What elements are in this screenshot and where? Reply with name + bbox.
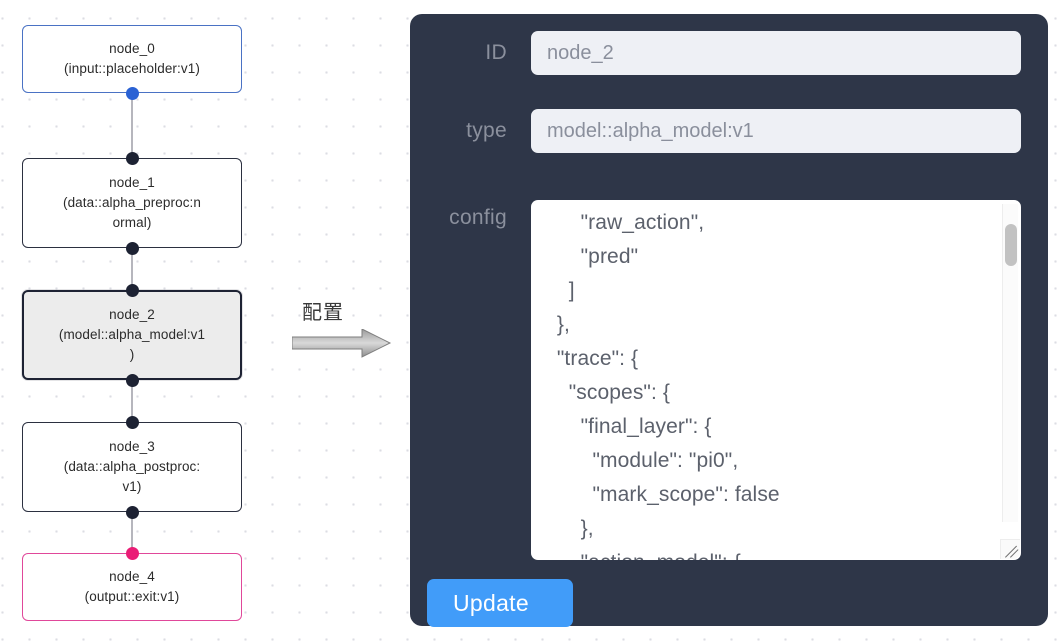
node-handle-source-node_0[interactable] [126, 87, 139, 100]
edge-node0-node1 [131, 88, 133, 163]
update-button[interactable]: Update [427, 579, 573, 627]
field-row-id: ID [427, 31, 1021, 75]
graph-node-node_0[interactable]: node_0 (input::placeholder:v1) [22, 25, 242, 93]
config-scrollbar-thumb[interactable] [1005, 224, 1017, 266]
node-config-panel: ID type config "raw_action", "pred" ] },… [410, 14, 1048, 627]
field-row-type: type [427, 109, 1021, 153]
graph-node-label: node_3 (data::alpha_postproc: v1) [63, 439, 201, 494]
node-handle-source-node_2[interactable] [126, 374, 139, 387]
config-scrollbar[interactable] [1002, 204, 1018, 522]
arrow-annotation-label: 配置 [302, 300, 344, 324]
graph-node-label: node_2 (model::alpha_model:v1 ) [58, 307, 206, 362]
config-textarea[interactable]: "raw_action", "pred" ] }, "trace": { "sc… [531, 200, 1021, 560]
type-input[interactable] [531, 109, 1021, 153]
arrow-annotation: 配置 [292, 296, 400, 366]
graph-node-label: node_4 (output::exit:v1) [84, 569, 180, 604]
node-handle-source-node_3[interactable] [126, 506, 139, 519]
graph-node-node_1[interactable]: node_1 (data::alpha_preproc:n ormal) [22, 158, 242, 248]
node-handle-target-node_1[interactable] [126, 152, 139, 165]
arrow-right-icon [292, 329, 392, 358]
node-handle-target-node_2[interactable] [126, 284, 139, 297]
type-field-label: type [466, 119, 507, 142]
graph-node-node_2[interactable]: node_2 (model::alpha_model:v1 ) [22, 290, 242, 380]
field-row-config: config "raw_action", "pred" ] }, "trace"… [427, 200, 1021, 560]
node-handle-target-node_4[interactable] [126, 547, 139, 560]
config-field-label: config [449, 206, 507, 229]
edge-node1-node2 [131, 243, 133, 295]
node-handle-source-node_1[interactable] [126, 242, 139, 255]
graph-node-node_3[interactable]: node_3 (data::alpha_postproc: v1) [22, 422, 242, 512]
node-handle-target-node_3[interactable] [126, 416, 139, 429]
id-field-label: ID [485, 41, 507, 64]
graph-node-label: node_0 (input::placeholder:v1) [64, 41, 200, 76]
graph-node-node_4[interactable]: node_4 (output::exit:v1) [22, 553, 242, 621]
id-input[interactable] [531, 31, 1021, 75]
edge-node3-node4 [131, 507, 133, 558]
edge-node2-node3 [131, 375, 133, 427]
resize-grip-icon[interactable] [1000, 539, 1020, 559]
config-textarea-wrapper: "raw_action", "pred" ] }, "trace": { "sc… [531, 200, 1021, 560]
graph-node-label: node_1 (data::alpha_preproc:n ormal) [62, 175, 202, 230]
